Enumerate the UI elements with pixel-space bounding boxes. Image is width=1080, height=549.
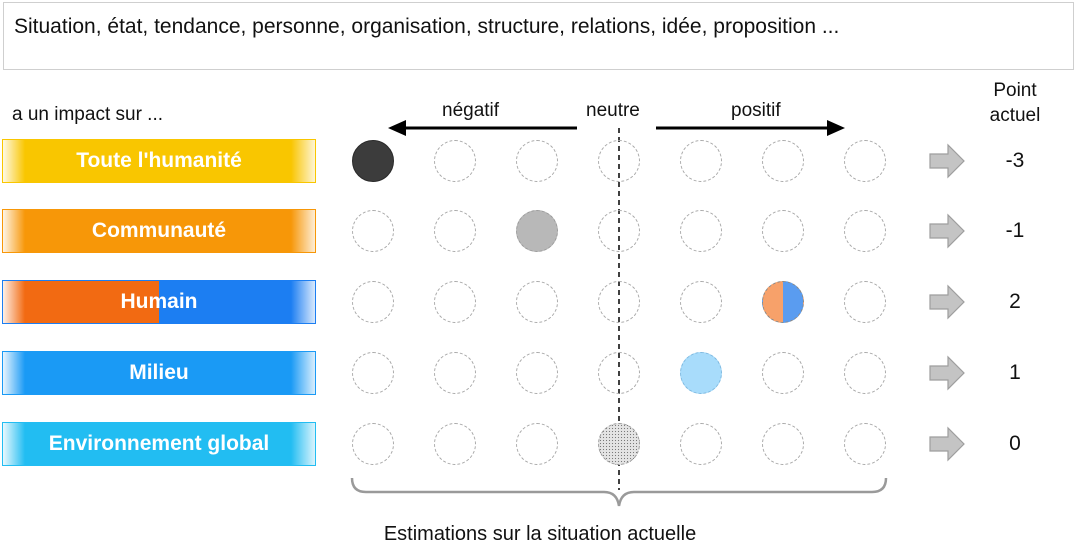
score-marker[interactable] bbox=[434, 423, 476, 465]
current-point-value: 2 bbox=[1009, 290, 1021, 313]
caption: Estimations sur la situation actuelle bbox=[383, 523, 697, 545]
score-marker[interactable] bbox=[598, 140, 640, 182]
score-marker[interactable] bbox=[352, 281, 394, 323]
right-arrow-icon bbox=[929, 284, 965, 320]
point-header: Point actuel bbox=[975, 78, 1055, 128]
category-banner: Humain bbox=[2, 280, 316, 324]
category-label: Humain bbox=[120, 290, 198, 313]
positive-arrow-icon bbox=[656, 120, 845, 136]
category-banner: Toute l'humanité bbox=[2, 139, 316, 183]
score-marker-selected[interactable] bbox=[680, 352, 722, 394]
score-marker-selected[interactable] bbox=[762, 281, 804, 323]
score-marker[interactable] bbox=[516, 140, 558, 182]
score-marker[interactable] bbox=[598, 210, 640, 252]
positive-label: positif bbox=[731, 100, 781, 121]
score-marker[interactable] bbox=[516, 423, 558, 465]
category-label: Communauté bbox=[91, 219, 227, 242]
score-marker[interactable] bbox=[844, 423, 886, 465]
score-marker[interactable] bbox=[680, 140, 722, 182]
category-label: Environnement global bbox=[48, 432, 270, 455]
current-point-value: 0 bbox=[1009, 432, 1021, 455]
category-banner: Milieu bbox=[2, 351, 316, 395]
score-marker[interactable] bbox=[434, 281, 476, 323]
right-arrow-icon bbox=[929, 355, 965, 391]
score-marker[interactable] bbox=[352, 423, 394, 465]
score-marker[interactable] bbox=[844, 140, 886, 182]
score-marker[interactable] bbox=[762, 140, 804, 182]
current-point-value: -1 bbox=[1005, 219, 1025, 242]
negative-arrow-icon bbox=[388, 120, 577, 136]
category-label: Toute l'humanité bbox=[76, 149, 242, 172]
score-marker[interactable] bbox=[762, 352, 804, 394]
category-banner: Environnement global bbox=[2, 422, 316, 466]
situation-text: Situation, état, tendance, personne, org… bbox=[14, 15, 840, 38]
score-marker[interactable] bbox=[680, 210, 722, 252]
score-marker-selected[interactable] bbox=[598, 423, 640, 465]
score-marker[interactable] bbox=[434, 210, 476, 252]
score-marker[interactable] bbox=[598, 352, 640, 394]
bottom-brace bbox=[350, 477, 888, 507]
score-marker[interactable] bbox=[844, 210, 886, 252]
score-marker[interactable] bbox=[434, 352, 476, 394]
category-banner: Communauté bbox=[2, 209, 316, 253]
point-header-line2: actuel bbox=[989, 105, 1041, 126]
negative-label: négatif bbox=[442, 100, 500, 121]
right-arrow-icon bbox=[929, 426, 965, 462]
impact-label: a un impact sur ... bbox=[12, 104, 164, 125]
category-label: Milieu bbox=[129, 361, 189, 384]
score-marker-selected[interactable] bbox=[516, 210, 558, 252]
situation-box: Situation, état, tendance, personne, org… bbox=[3, 2, 1074, 70]
score-marker[interactable] bbox=[844, 281, 886, 323]
score-marker[interactable] bbox=[516, 281, 558, 323]
score-marker[interactable] bbox=[352, 210, 394, 252]
current-point-value: -3 bbox=[1005, 149, 1025, 172]
score-marker[interactable] bbox=[844, 352, 886, 394]
current-point-value: 1 bbox=[1009, 361, 1021, 384]
score-marker[interactable] bbox=[434, 140, 476, 182]
score-marker[interactable] bbox=[352, 352, 394, 394]
score-marker[interactable] bbox=[680, 423, 722, 465]
score-marker-selected[interactable] bbox=[352, 140, 394, 182]
score-marker[interactable] bbox=[762, 423, 804, 465]
score-marker[interactable] bbox=[762, 210, 804, 252]
right-arrow-icon bbox=[929, 143, 965, 179]
score-marker[interactable] bbox=[598, 281, 640, 323]
score-marker[interactable] bbox=[516, 352, 558, 394]
neutral-label: neutre bbox=[586, 100, 640, 121]
point-header-line1: Point bbox=[993, 80, 1037, 101]
right-arrow-icon bbox=[929, 213, 965, 249]
score-marker[interactable] bbox=[680, 281, 722, 323]
